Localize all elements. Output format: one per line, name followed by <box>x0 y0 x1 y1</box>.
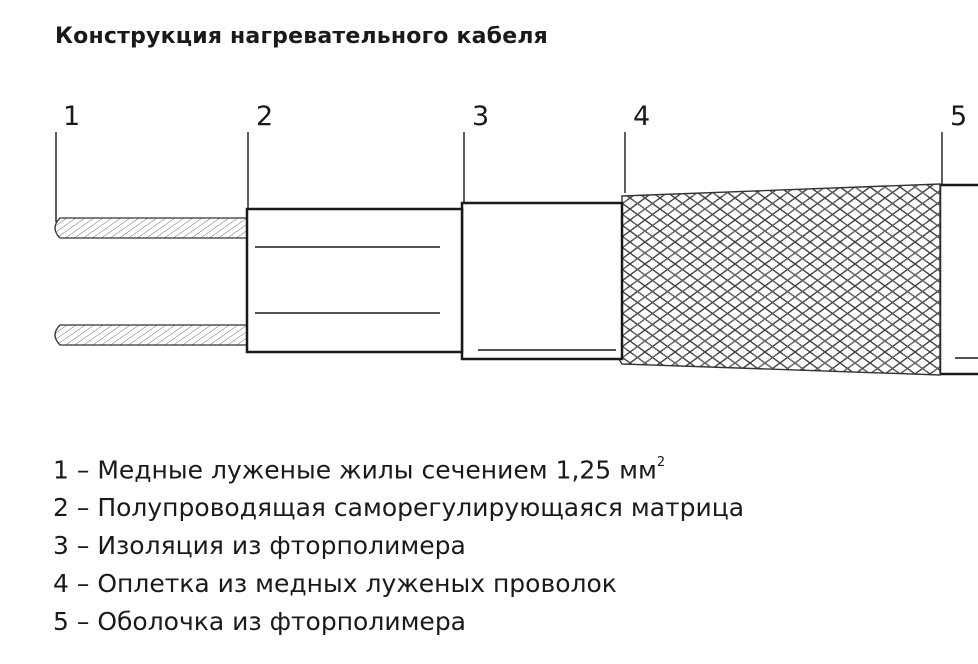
leader-lines <box>55 132 943 222</box>
callout-2: 2 <box>256 101 274 132</box>
legend-item-1: 1 – Медные луженые жилы сечением 1,25 мм… <box>53 455 666 485</box>
legend-item-3: 3 – Изоляция из фторполимера <box>53 531 466 561</box>
legend: 1 – Медные луженые жилы сечением 1,25 мм… <box>53 447 744 641</box>
cable-diagram <box>54 132 978 376</box>
callout-1: 1 <box>63 101 81 132</box>
legend-item-5: 5 – Оболочка из фторполимера <box>53 607 467 637</box>
diagram-title: Конструкция нагревательного кабеля <box>55 24 548 49</box>
semiconductive-matrix <box>245 207 464 354</box>
copper-braid <box>617 183 941 376</box>
legend-item-2: 2 – Полупроводящая саморегулирующаяся ма… <box>53 493 745 523</box>
copper-conductors <box>54 217 249 346</box>
outer-jacket <box>938 183 978 376</box>
callout-3: 3 <box>472 101 490 132</box>
insulation-layer <box>460 201 624 361</box>
callout-4: 4 <box>633 101 651 132</box>
legend-item-4: 4 – Оплетка из медных луженых проволок <box>53 569 617 599</box>
callout-5: 5 <box>950 101 968 132</box>
